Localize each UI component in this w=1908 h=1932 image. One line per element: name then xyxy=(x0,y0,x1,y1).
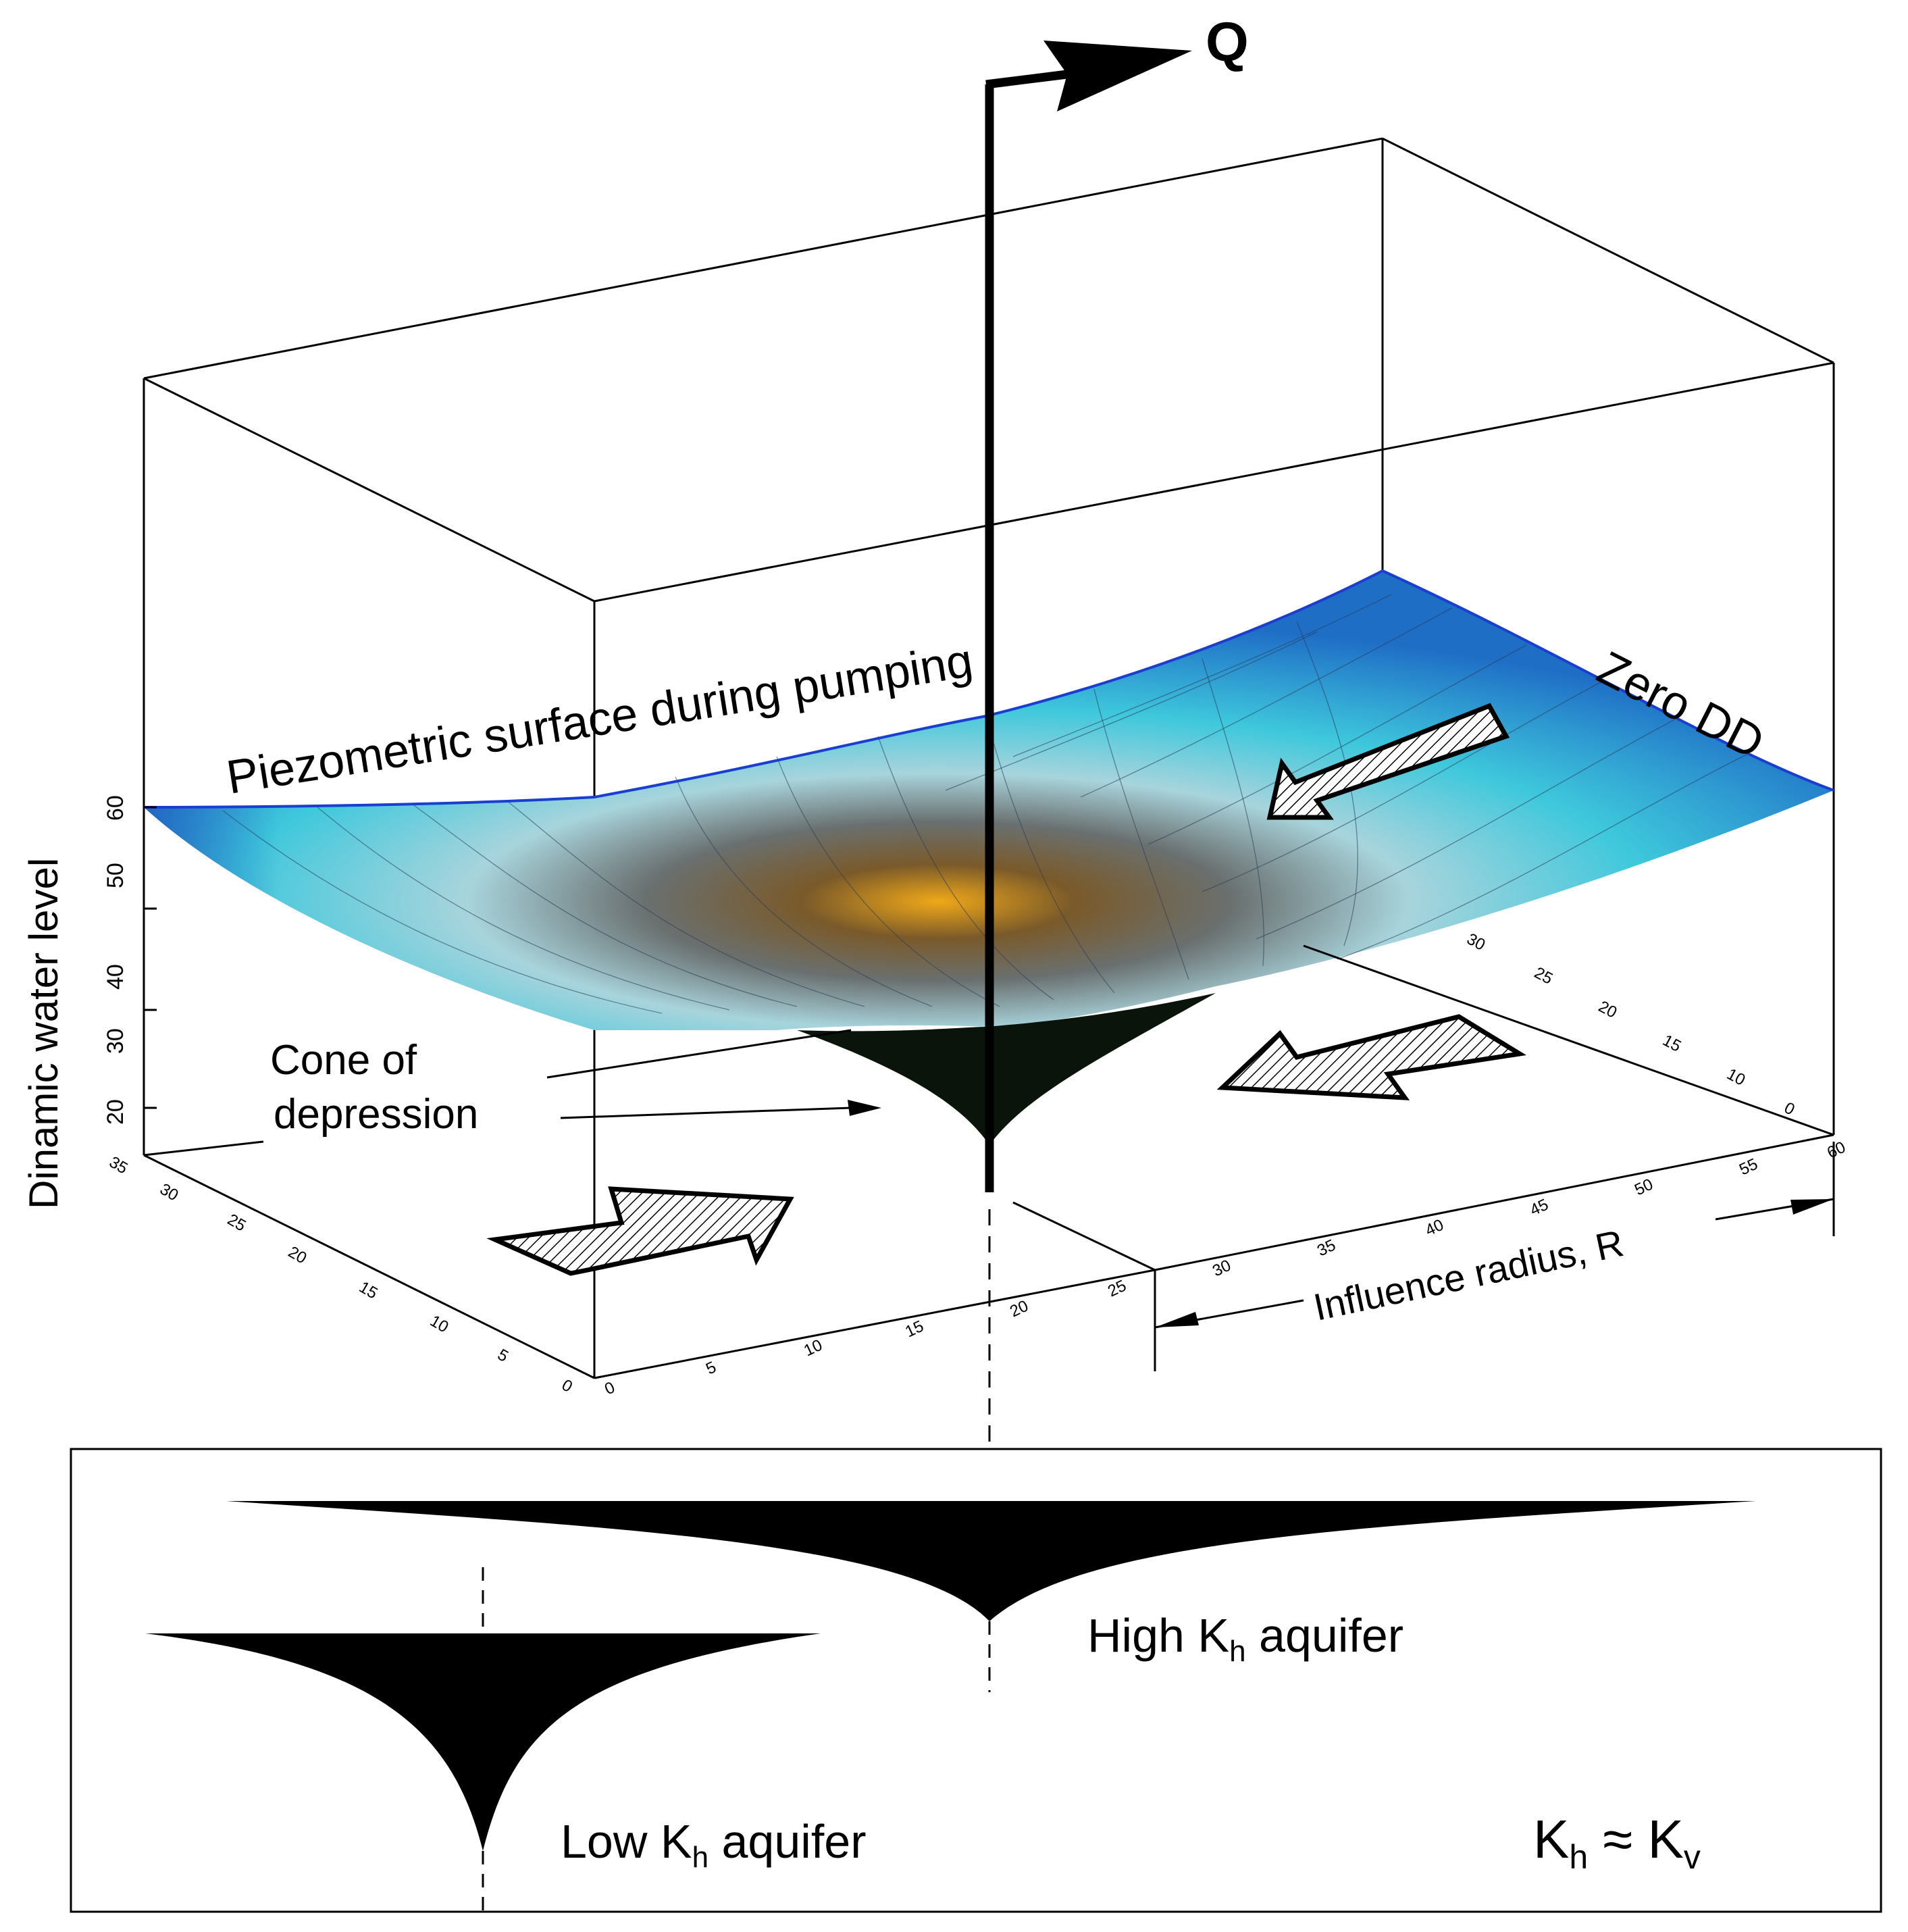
influence-radius-label: Influence radius, R xyxy=(1310,1221,1627,1329)
right-tick-20: 20 xyxy=(1595,997,1620,1021)
vertical-tick-40: 40 xyxy=(103,964,128,990)
front-tick-60: 60 xyxy=(1824,1138,1849,1163)
cone-label-line1: Cone of xyxy=(270,1037,417,1084)
front-axis-ticks: 0 5 10 15 20 25 30 35 40 45 50 55 60 xyxy=(602,1138,1849,1399)
left-axis-ticks: 0 5 10 15 20 25 30 35 xyxy=(106,1153,575,1396)
low-kh-cone xyxy=(145,1633,821,1851)
vertical-tick-30: 30 xyxy=(103,1028,128,1054)
discharge-label-q: Q xyxy=(1206,11,1249,73)
pumping-well: Q xyxy=(985,11,1249,1466)
cone-of-depression xyxy=(797,993,1216,1145)
left-tick-15: 15 xyxy=(356,1278,381,1303)
flow-arrow-lower-right xyxy=(1216,1014,1526,1100)
front-tick-5: 5 xyxy=(703,1358,719,1378)
kh-kv-relation: Kh ≈ Kv xyxy=(1533,1809,1701,1876)
box-floor-edges xyxy=(143,944,1834,1379)
flow-arrow-upper-right xyxy=(1266,703,1510,820)
front-tick-40: 40 xyxy=(1422,1216,1447,1240)
front-tick-45: 45 xyxy=(1527,1196,1551,1220)
vertical-tick-50: 50 xyxy=(103,863,128,888)
left-tick-25: 25 xyxy=(224,1211,249,1236)
vertical-axis-label: Dinamic water level xyxy=(21,858,66,1209)
comparison-panel: High Kh aquifer Low Kh aquifer Kh ≈ Kv xyxy=(70,1448,1882,1913)
front-tick-30: 30 xyxy=(1210,1256,1234,1281)
right-tick-0: 0 xyxy=(1781,1098,1797,1119)
front-tick-35: 35 xyxy=(1314,1236,1339,1261)
influence-radius-dimension: Influence radius, R xyxy=(1154,1142,1835,1329)
front-tick-15: 15 xyxy=(902,1317,927,1342)
right-axis-ticks: 0 10 15 20 25 30 xyxy=(1464,930,1797,1119)
flow-arrow-lower-left xyxy=(486,1186,794,1276)
front-tick-55: 55 xyxy=(1736,1155,1761,1179)
high-kh-cone xyxy=(226,1501,1756,1621)
right-tick-30: 30 xyxy=(1464,930,1488,954)
vertical-tick-60: 60 xyxy=(103,795,128,821)
front-tick-20: 20 xyxy=(1007,1297,1031,1321)
front-tick-25: 25 xyxy=(1105,1277,1129,1301)
right-tick-10: 10 xyxy=(1724,1065,1748,1089)
low-kh-label: Low Kh aquifer xyxy=(561,1815,867,1874)
left-tick-35: 35 xyxy=(106,1153,131,1178)
front-tick-50: 50 xyxy=(1632,1175,1656,1200)
cone-pointer-arrow xyxy=(546,1029,881,1119)
front-tick-0: 0 xyxy=(602,1378,618,1398)
left-tick-10: 10 xyxy=(427,1312,452,1337)
high-kh-label: High Kh aquifer xyxy=(1087,1609,1403,1668)
discharge-arrow-icon xyxy=(1043,41,1192,111)
right-tick-25: 25 xyxy=(1531,963,1555,988)
left-tick-0: 0 xyxy=(559,1376,575,1396)
front-tick-10: 10 xyxy=(801,1336,825,1361)
left-tick-5: 5 xyxy=(494,1346,511,1366)
right-tick-15: 15 xyxy=(1659,1031,1684,1055)
left-tick-30: 30 xyxy=(157,1180,182,1205)
cone-label-line2: depression xyxy=(274,1091,478,1138)
box-back-edges xyxy=(143,137,1835,1378)
vertical-tick-20: 20 xyxy=(103,1099,128,1125)
left-tick-20: 20 xyxy=(285,1243,310,1268)
vertical-axis: 60 50 40 30 20 Dinamic water level xyxy=(21,795,157,1209)
